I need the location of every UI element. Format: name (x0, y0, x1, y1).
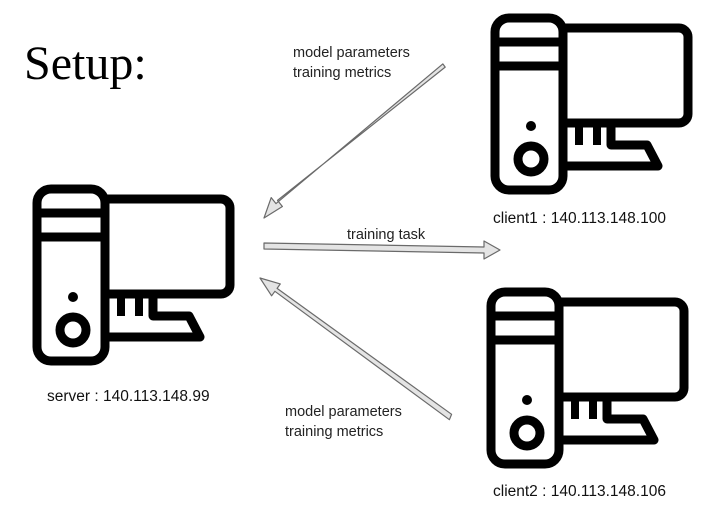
edge-line: model parameters (293, 45, 410, 61)
arrow-server-to-client1 (263, 240, 501, 260)
edge-label-client1-to-server: model parameters training metrics (293, 43, 410, 83)
edge-line: training task (347, 227, 426, 243)
edge-line: model parameters (285, 404, 402, 420)
server-label: server : 140.113.148.99 (47, 388, 210, 405)
arrow-client1-to-server (263, 63, 446, 219)
edge-line: training metrics (285, 424, 384, 440)
client1-label: client1 : 140.113.148.100 (493, 210, 666, 227)
edge-line: training metrics (293, 65, 392, 81)
client1-computer-icon (495, 18, 688, 190)
edge-label-client2-to-server: model parameters training metrics (285, 402, 402, 442)
client2-computer-icon (491, 292, 684, 464)
server-computer-icon (37, 189, 230, 361)
arrow-client2-to-server (259, 277, 453, 421)
page-title: Setup: (24, 37, 147, 90)
edge-label-server-to-client1: training task (347, 225, 425, 245)
client2-label: client2 : 140.113.148.106 (493, 483, 666, 500)
